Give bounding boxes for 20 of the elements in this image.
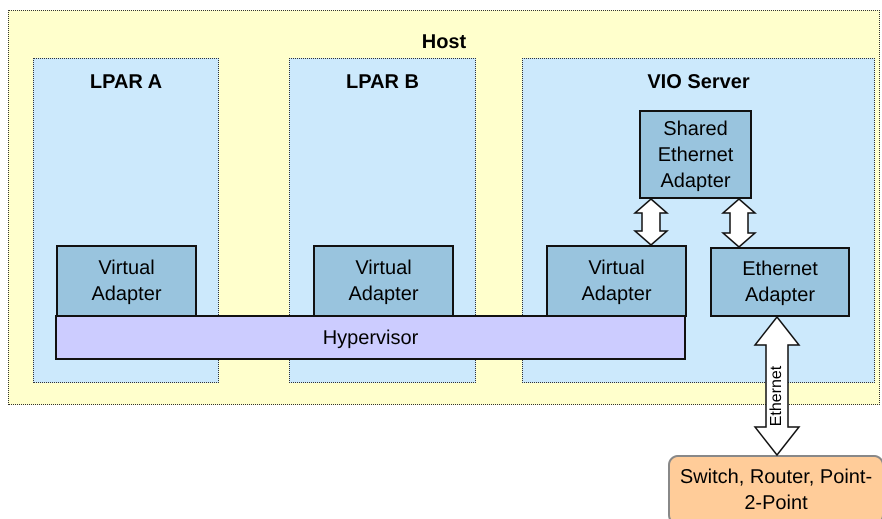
box-label: Virtual Adapter: [347, 256, 420, 307]
hypervisor-bar: [55, 315, 686, 360]
box-label: Shared Ethernet Adapter: [656, 116, 734, 194]
adapter-box: [639, 110, 752, 199]
box-label: Switch, Router, Point-2-Point: [678, 465, 874, 516]
container-title: LPAR A: [88, 71, 164, 93]
container-title: Host: [420, 31, 468, 53]
adapter-box: [56, 245, 197, 317]
double-arrow: [721, 198, 757, 248]
box-label: Virtual Adapter: [580, 256, 653, 307]
adapter-box: [710, 247, 850, 317]
box-label: Virtual Adapter: [90, 256, 163, 307]
container-title: VIO Server: [646, 71, 751, 93]
adapter-box: [546, 245, 687, 317]
box-label: Hypervisor: [322, 326, 420, 350]
container-title: LPAR B: [345, 71, 420, 93]
box-label: Ethernet Adapter: [741, 257, 819, 308]
double-arrow: [633, 198, 669, 246]
adapter-box: [313, 245, 454, 317]
network-device-box: [668, 455, 882, 519]
